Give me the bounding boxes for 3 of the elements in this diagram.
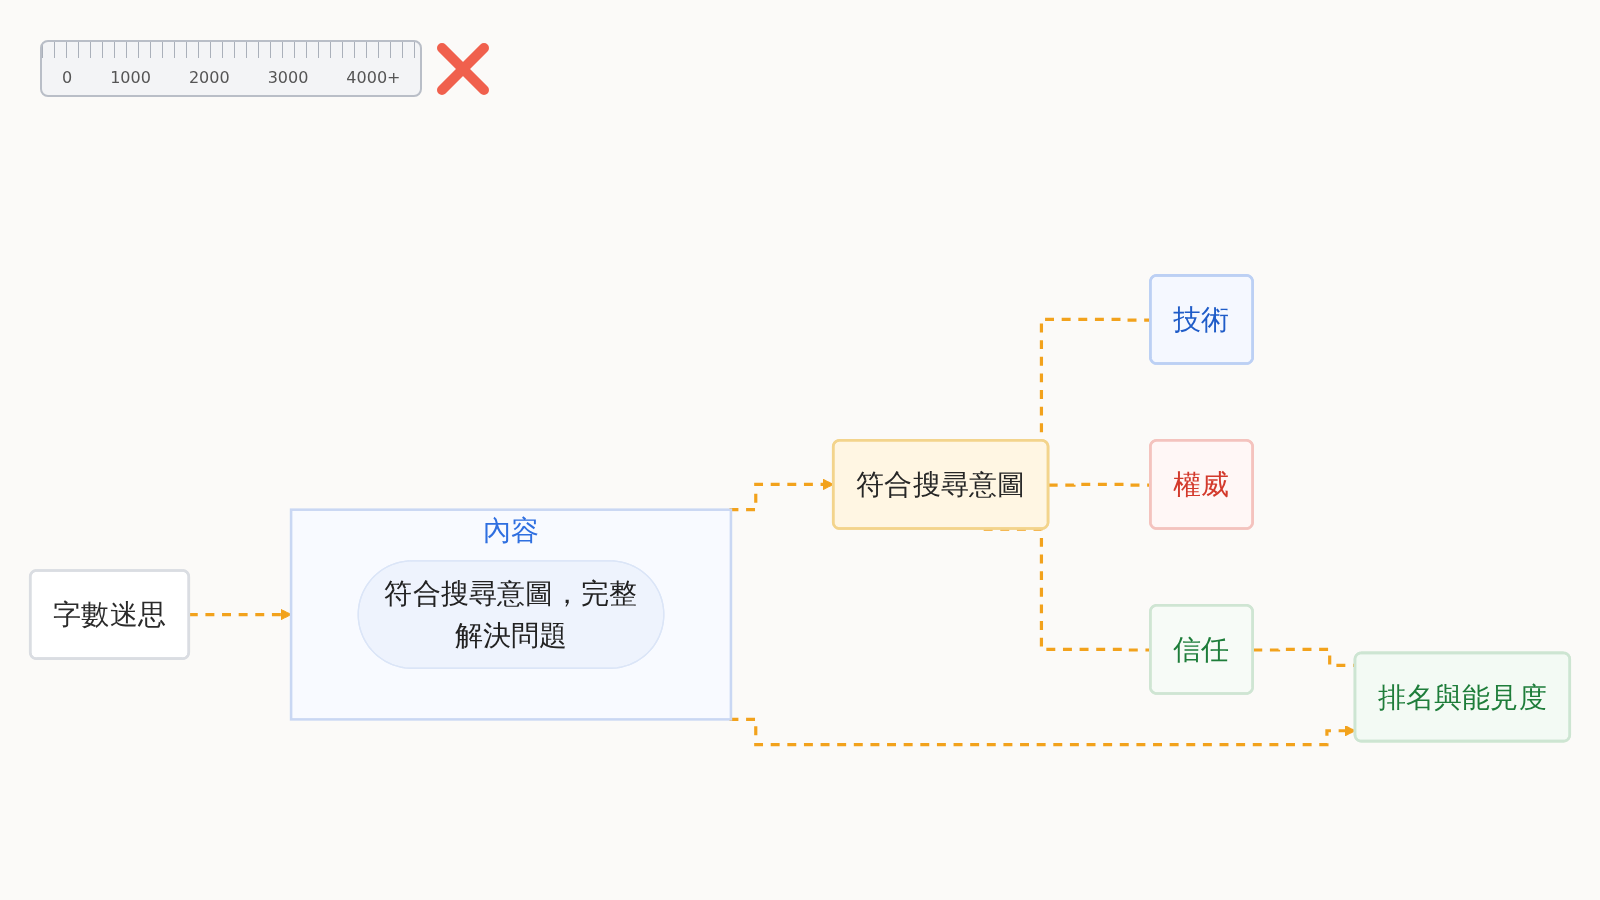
arrow <box>188 608 292 621</box>
connector <box>1048 482 1151 487</box>
arrow <box>729 478 834 512</box>
